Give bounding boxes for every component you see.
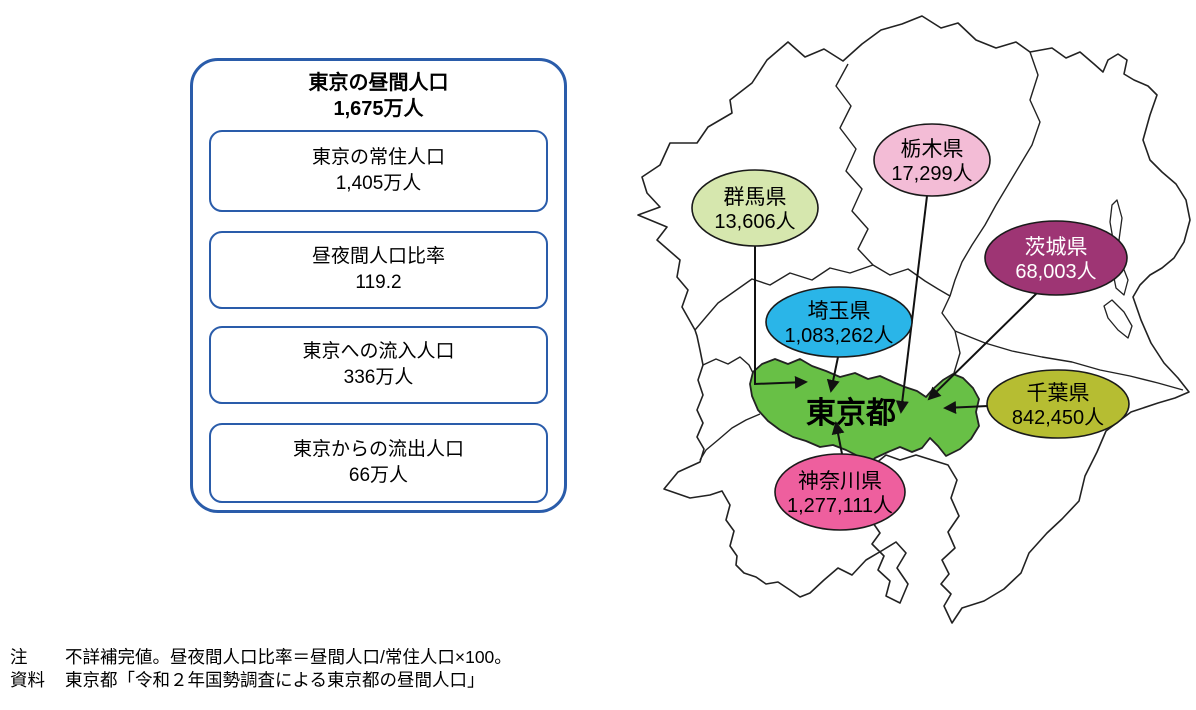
prefecture-inflow-value: 842,450人 [1012, 406, 1104, 429]
source-row: 資料 東京都「令和２年国勢調査による東京都の昼間人口」 [10, 669, 512, 692]
flow-arrows [754, 195, 1039, 455]
stat-label: 東京からの流出人口 [292, 439, 464, 460]
prefecture-ellipse [774, 453, 906, 531]
stat-value: 336万人 [343, 367, 414, 388]
prefecture-name: 群馬県 [724, 186, 787, 209]
prefecture-inflow-value: 13,606人 [714, 210, 795, 233]
stat-value: 1,405万人 [335, 173, 422, 194]
inflow-population-box: 東京への流入人口 336万人 [209, 326, 548, 404]
daytime-population-summary-box: 東京の昼間人口 1,675万人 東京の常住人口 1,405万人 昼夜間人口比率 … [190, 58, 567, 513]
prefecture-inflow-value: 1,277,111人 [787, 494, 893, 517]
kanto-outline [637, 15, 1191, 624]
outflow-population-box: 東京からの流出人口 66万人 [209, 423, 548, 503]
prefecture-name: 茨城県 [1025, 236, 1088, 259]
flow-arrow-2 [927, 291, 1039, 401]
prefecture-name: 千葉県 [1027, 382, 1090, 405]
stat-label: 昼夜間人口比率 [311, 246, 445, 267]
prefecture-bubbles: 群馬県13,606人栃木県17,299人茨城県68,003人埼玉県1,083,2… [691, 123, 1130, 531]
prefecture-ellipse [984, 220, 1128, 296]
flow-arrow-3 [826, 356, 840, 393]
prefecture-inflow-value: 1,083,262人 [785, 324, 894, 347]
prefecture-ellipse [986, 369, 1130, 439]
footnotes: 注 不詳補完値。昼夜間人口比率＝昼間人口/常住人口×100。 資料 東京都「令和… [10, 646, 512, 692]
prefecture-name: 神奈川県 [798, 470, 882, 493]
note-label: 注 [10, 647, 28, 667]
prefecture-ellipse [873, 123, 991, 197]
summary-title-line: 東京の昼間人口 [308, 72, 449, 94]
flow-arrow-4 [943, 400, 989, 414]
prefecture-name: 埼玉県 [808, 300, 871, 323]
summary-title: 東京の昼間人口 1,675万人 [193, 70, 564, 122]
stat-value: 66万人 [348, 465, 409, 486]
source-text: 東京都「令和２年国勢調査による東京都の昼間人口」 [65, 670, 485, 690]
stat-label: 東京の常住人口 [311, 147, 445, 168]
note-row: 注 不詳補完値。昼夜間人口比率＝昼間人口/常住人口×100。 [10, 646, 512, 669]
prefecture-ellipse [765, 286, 913, 358]
prefecture-inflow-value: 68,003人 [1015, 260, 1096, 283]
stat-label: 東京への流入人口 [302, 341, 455, 362]
tokyo-label: 東京都 [806, 396, 896, 430]
note-text: 不詳補完値。昼夜間人口比率＝昼間人口/常住人口×100。 [65, 647, 512, 667]
daynight-ratio-box: 昼夜間人口比率 119.2 [209, 231, 548, 309]
prefecture-inflow-value: 17,299人 [891, 162, 972, 185]
flow-arrow-5 [831, 421, 845, 455]
source-label: 資料 [10, 670, 45, 690]
resident-population-box: 東京の常住人口 1,405万人 [209, 130, 548, 212]
flow-arrow-1 [895, 195, 928, 414]
stat-value: 119.2 [355, 272, 402, 293]
flow-arrow-0 [754, 246, 808, 389]
prefecture-name: 栃木県 [901, 138, 964, 161]
prefecture-ellipse [691, 169, 819, 247]
summary-total-value: 1,675万人 [333, 98, 424, 120]
